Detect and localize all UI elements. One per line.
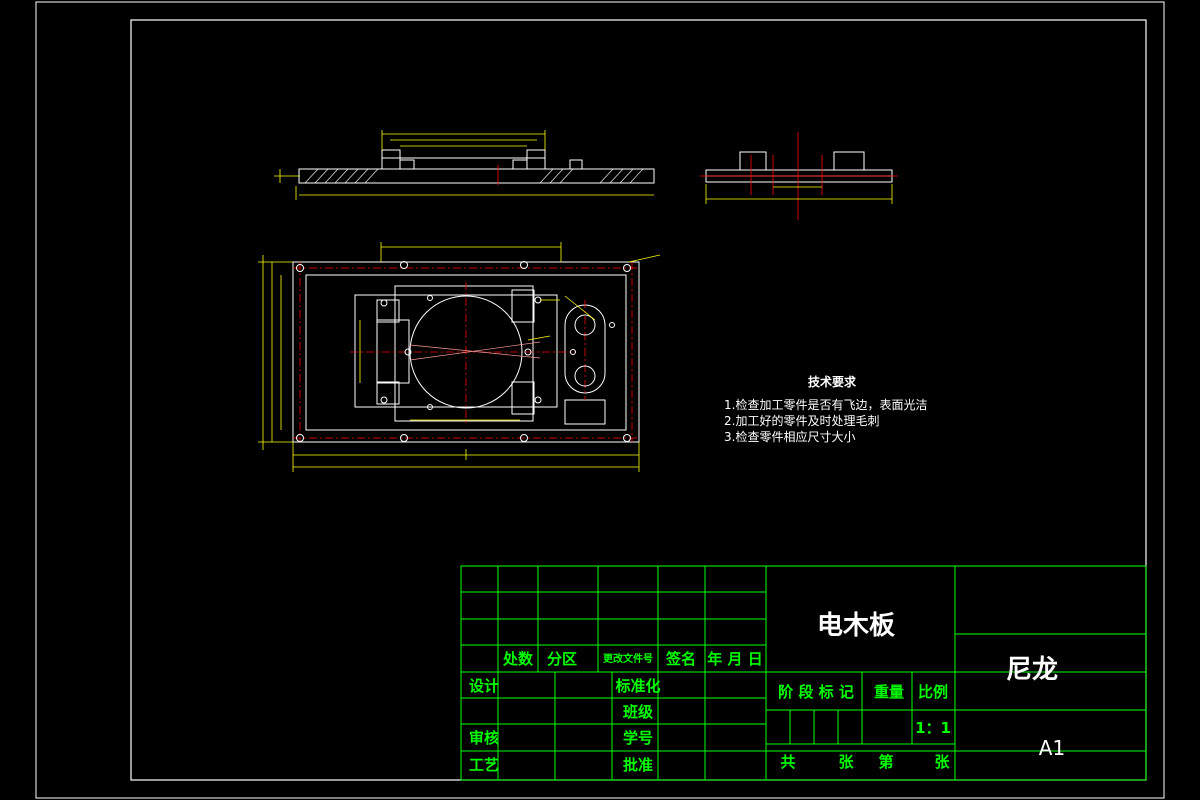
plan-view-circles	[296, 261, 631, 442]
scale-value: 1：1	[915, 719, 951, 737]
sheet-outer-border	[35, 1, 1165, 799]
role-class: 班级	[623, 703, 654, 721]
rev-date-header: 年 月 日	[707, 650, 762, 668]
plan-view-centerlines	[293, 262, 639, 442]
plan-view-dimensions	[258, 242, 661, 472]
side-view-centerlines	[700, 132, 898, 220]
sheet-unit-a: 张	[838, 753, 854, 771]
part-name: 电木板	[817, 611, 895, 641]
role-student-no: 学号	[623, 729, 653, 747]
side-view	[705, 151, 893, 183]
material-label: 尼龙	[1006, 655, 1058, 685]
tech-req-title: 技术要求	[808, 374, 857, 389]
role-design: 设计	[469, 677, 499, 695]
tech-req-item: 3.检查零件相应尺寸大小	[724, 429, 855, 444]
section-view-front	[298, 149, 655, 184]
sheet-number-label: 第	[878, 753, 893, 771]
rev-count-header: 处数	[502, 650, 534, 668]
sheet-total-label: 共	[780, 753, 795, 771]
role-standardization: 标准化	[614, 677, 660, 695]
weight-label: 重量	[874, 683, 904, 701]
role-review: 审核	[469, 729, 499, 747]
title-block-grid	[460, 565, 1147, 781]
side-view-dimensions	[705, 184, 893, 204]
scale-label: 比例	[918, 683, 948, 701]
section-view-dimensions	[274, 130, 654, 200]
rev-doc-header: 更改文件号	[603, 652, 653, 665]
plan-view-leaders	[409, 341, 541, 361]
stage-mark-label: 阶 段 标 记	[778, 683, 854, 701]
tech-req-item: 2.加工好的零件及时处理毛刺	[724, 413, 879, 428]
role-process: 工艺	[469, 756, 499, 774]
sheet-size-label: A1	[1039, 736, 1065, 760]
role-approval: 批准	[623, 756, 653, 774]
rev-signature-header: 签名	[665, 650, 696, 668]
rev-zone-header: 分区	[547, 650, 577, 668]
tech-req-item: 1.检查加工零件是否有飞边，表面光洁	[724, 397, 927, 412]
center-bore	[409, 295, 523, 409]
sheet-unit-b: 张	[934, 753, 950, 771]
